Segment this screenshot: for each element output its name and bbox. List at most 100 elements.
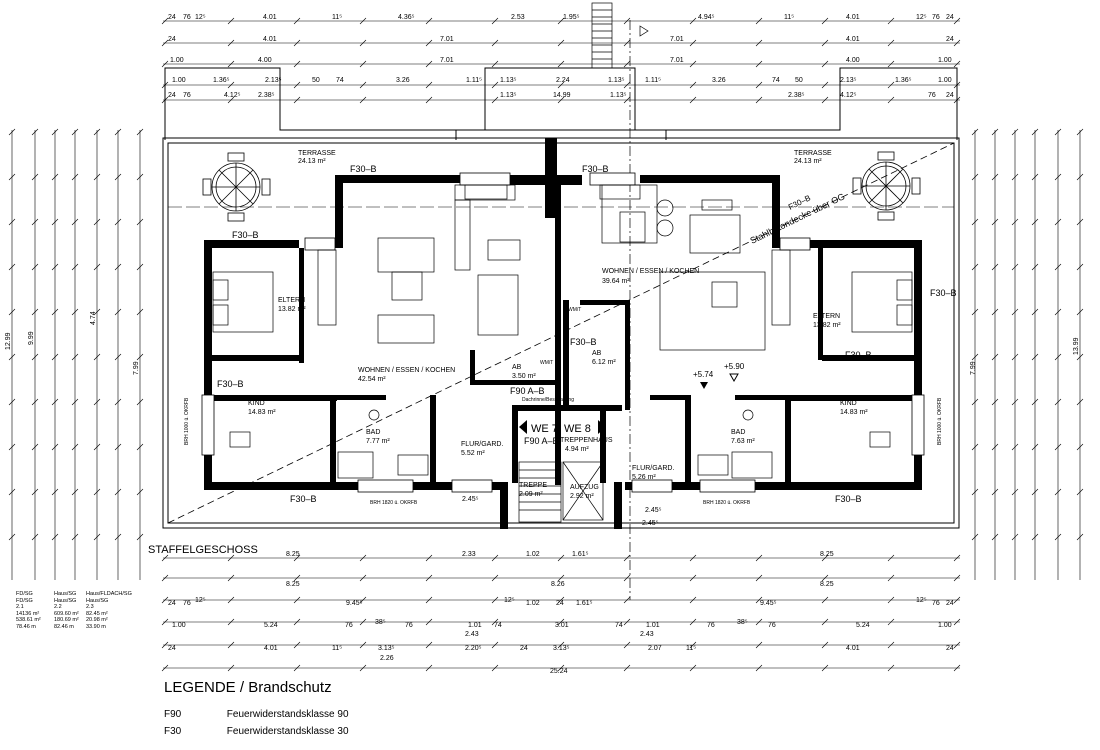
f30-label: F30–B: [232, 230, 259, 240]
dimension-tick: [31, 173, 39, 181]
dimension-tick: [755, 96, 763, 104]
level-label: +5.74: [693, 370, 714, 379]
dimension-tick: [71, 398, 79, 406]
we8-arrow: [598, 420, 606, 434]
stats-cell: 2.2: [54, 604, 62, 611]
stats-cell: 33.90 m: [86, 623, 106, 630]
stats-cell: 82.46 m: [54, 623, 74, 630]
room-name: TREPPE: [519, 482, 547, 489]
dim-label: 24: [168, 14, 176, 21]
dimension-tick: [136, 308, 144, 316]
dimension-tick: [114, 533, 122, 541]
dimension-tick: [93, 263, 101, 271]
dimension-tick: [31, 308, 39, 316]
dimension-tick: [293, 17, 301, 25]
dimension-tick: [623, 60, 631, 68]
stats-cell: Haus/SG: [86, 597, 109, 604]
dimension-tick: [491, 60, 499, 68]
dim-label: 2.26: [380, 655, 394, 662]
dim-label: 4.01: [846, 36, 860, 43]
dimension-tick: [1011, 218, 1019, 226]
dimension-tick: [971, 443, 979, 451]
roof-outline: [162, 67, 960, 529]
dim-label: 1.02: [526, 600, 540, 607]
dim-label: 38⁵: [375, 619, 386, 626]
dim-label: 76: [932, 600, 940, 607]
dim-label: 50: [312, 77, 320, 84]
dimension-tick: [1076, 128, 1084, 136]
dimension-tick: [991, 443, 999, 451]
dim-label: 8.25: [820, 551, 834, 558]
f30-label: F30–B: [835, 494, 862, 504]
dim-label: 12.99: [5, 332, 12, 350]
dim-label: 74: [336, 77, 344, 84]
dimension-tick: [136, 398, 144, 406]
dimension-tick: [114, 488, 122, 496]
dimension-tick: [51, 353, 59, 361]
dimension-tick: [821, 17, 829, 25]
dim-label: 7.01: [440, 57, 454, 64]
dimension-tick: [623, 39, 631, 47]
dimension-tick: [71, 128, 79, 136]
dim-label: 9.45⁵: [760, 600, 777, 607]
legend-code: F90: [164, 709, 182, 720]
dim-label: 2.07: [648, 645, 662, 652]
f30-label: F30–B: [845, 350, 872, 360]
level-label: +5.90: [724, 362, 745, 371]
room-area: 13.82 m²: [813, 322, 841, 329]
top-dimension-chains: [163, 20, 960, 101]
dimension-tick: [51, 488, 59, 496]
dimension-tick: [557, 60, 565, 68]
dimension-tick: [227, 81, 235, 89]
dimension-tick: [1031, 533, 1039, 541]
dim-label: 13.99: [1073, 337, 1080, 355]
dimension-tick: [623, 96, 631, 104]
brh-label: BRH 1820 ü. OKRFB: [370, 500, 418, 506]
room-name: AB: [592, 350, 602, 357]
dimension-tick: [136, 443, 144, 451]
dimension-tick: [136, 218, 144, 226]
dimension-tick: [689, 96, 697, 104]
dimension-tick: [1054, 353, 1062, 361]
room-name: TERRASSE: [794, 150, 832, 157]
wmt-label: WM/T: [568, 307, 581, 313]
room-name: BAD: [731, 429, 745, 436]
dimension-tick: [1011, 308, 1019, 316]
room-area: 7.77 m²: [366, 438, 390, 445]
dim-label: 24: [946, 36, 954, 43]
legend-title: LEGENDE / Brandschutz: [164, 679, 332, 696]
dim-label: 76: [928, 92, 936, 99]
dimension-tick: [161, 17, 169, 25]
dimension-tick: [1031, 353, 1039, 361]
bottom-dimension-chains: [163, 557, 960, 669]
room-name: KIND: [248, 400, 265, 407]
wmt-label: WM/T: [540, 360, 553, 366]
dimension-tick: [1054, 488, 1062, 496]
dimension-tick: [1031, 398, 1039, 406]
dimension-tick: [93, 308, 101, 316]
dimension-tick: [93, 218, 101, 226]
dimension-tick: [93, 533, 101, 541]
dim-label: 3.26: [712, 77, 726, 84]
dim-label: 1.11⁵: [645, 77, 661, 84]
legend-item: F90 Feuerwiderstandsklasse 90: [164, 709, 349, 720]
dimension-tick: [31, 128, 39, 136]
room-area: 6.12 m²: [592, 359, 616, 366]
dim-label: 2.43: [640, 631, 654, 638]
dimension-tick: [755, 81, 763, 89]
dimension-tick: [136, 263, 144, 271]
dim-label: 24: [946, 14, 954, 21]
room-name: WOHNEN / ESSEN / KOCHEN: [602, 268, 699, 275]
dim-label: 4.12⁵: [840, 92, 857, 99]
dim-label: 1.13⁵: [608, 77, 625, 84]
dimension-tick: [114, 398, 122, 406]
level-labels: +5.74 +5.90: [693, 362, 745, 379]
dimension-tick: [71, 173, 79, 181]
dim-label: 74: [494, 622, 502, 629]
dim-label: 7.99: [970, 361, 977, 375]
dimension-tick: [991, 173, 999, 181]
dim-label: 76: [183, 14, 191, 21]
dimension-tick: [1054, 173, 1062, 181]
dimension-tick: [71, 218, 79, 226]
dimension-tick: [991, 533, 999, 541]
